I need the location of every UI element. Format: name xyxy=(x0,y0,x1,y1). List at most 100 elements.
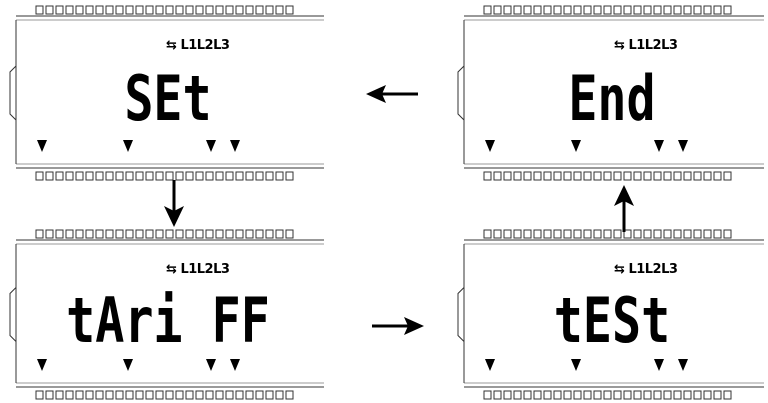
top-pin xyxy=(713,229,722,239)
top-pin xyxy=(583,5,592,15)
top-pin xyxy=(245,229,254,239)
bottom-pin xyxy=(65,390,74,400)
top-pin xyxy=(265,5,274,15)
annunciator-triangle-icon xyxy=(206,359,216,371)
lcd-frame xyxy=(9,5,324,181)
bottom-pin xyxy=(653,390,662,400)
lcd-label: tAri FF xyxy=(66,284,270,357)
bottom-pin xyxy=(35,390,44,400)
arrow-left-icon xyxy=(366,85,418,103)
top-pin xyxy=(583,229,592,239)
bottom-pin xyxy=(105,390,114,400)
top-pin xyxy=(35,5,44,15)
top-pin xyxy=(155,229,164,239)
top-pin xyxy=(45,229,54,239)
top-pin xyxy=(185,229,194,239)
bottom-pin xyxy=(45,171,54,181)
top-pin xyxy=(633,229,642,239)
top-pin xyxy=(225,5,234,15)
top-pin xyxy=(85,5,94,15)
bottom-pin xyxy=(275,390,284,400)
bottom-pin xyxy=(533,171,542,181)
lcd-panel-test: ⇆ L1L2L3 tESt xyxy=(456,228,768,403)
top-pin xyxy=(125,5,134,15)
top-pin xyxy=(563,229,572,239)
bottom-pin xyxy=(235,390,244,400)
top-pin xyxy=(105,229,114,239)
top-pin xyxy=(543,229,552,239)
bottom-pin xyxy=(175,171,184,181)
bottom-pin xyxy=(603,390,612,400)
power-flow-icon: ⇆ xyxy=(614,38,625,53)
top-pin xyxy=(683,5,692,15)
top-pin xyxy=(573,5,582,15)
bottom-pin xyxy=(703,390,712,400)
annunciator-triangle-icon xyxy=(206,140,216,152)
top-pin xyxy=(75,229,84,239)
bottom-pin xyxy=(145,390,154,400)
bottom-pin xyxy=(115,390,124,400)
arrow-up-icon xyxy=(614,185,634,232)
top-pin xyxy=(45,5,54,15)
top-pin xyxy=(115,229,124,239)
bottom-pin xyxy=(185,171,194,181)
annunciator-triangle-icon xyxy=(123,359,133,371)
phase-indicator: ⇆ L1L2L3 xyxy=(614,38,678,53)
top-pin xyxy=(175,229,184,239)
bottom-pin xyxy=(673,390,682,400)
top-pin xyxy=(165,5,174,15)
top-pin xyxy=(663,5,672,15)
bottom-pin xyxy=(245,171,254,181)
bottom-pin xyxy=(205,171,214,181)
bottom-pin xyxy=(583,171,592,181)
top-pin xyxy=(235,5,244,15)
lcd-frame xyxy=(9,229,324,400)
top-pin xyxy=(255,5,264,15)
bottom-pin xyxy=(245,390,254,400)
lcd-panel-end: ⇆ L1L2L3 End xyxy=(456,4,768,184)
bottom-pin xyxy=(673,171,682,181)
top-pin xyxy=(613,5,622,15)
bottom-pin xyxy=(553,171,562,181)
bottom-pin xyxy=(543,171,552,181)
top-pin xyxy=(513,229,522,239)
bottom-pin xyxy=(175,390,184,400)
top-pin xyxy=(703,229,712,239)
bottom-pin xyxy=(215,171,224,181)
power-flow-icon: ⇆ xyxy=(614,262,625,277)
top-pin xyxy=(563,5,572,15)
top-pin xyxy=(55,229,64,239)
bottom-pin xyxy=(483,171,492,181)
phase-indicator-label: L1L2L3 xyxy=(180,38,230,53)
lcd-label: End xyxy=(568,62,656,135)
bottom-pin xyxy=(663,171,672,181)
bottom-pin xyxy=(75,390,84,400)
top-pin xyxy=(155,5,164,15)
top-pin xyxy=(215,5,224,15)
bottom-pin xyxy=(225,390,234,400)
lcd-label: tESt xyxy=(553,284,671,357)
top-pin xyxy=(653,229,662,239)
top-pin xyxy=(55,5,64,15)
bottom-pin xyxy=(135,171,144,181)
top-pin xyxy=(653,5,662,15)
top-pin xyxy=(235,229,244,239)
top-pin xyxy=(245,5,254,15)
bottom-pin xyxy=(165,171,174,181)
lcd-panel-tariff: ⇆ L1L2L3 tAri FF xyxy=(8,228,328,403)
bottom-pin xyxy=(583,390,592,400)
top-pin xyxy=(145,229,154,239)
top-pin xyxy=(215,229,224,239)
bottom-pin xyxy=(633,171,642,181)
top-pin xyxy=(195,229,204,239)
bottom-pin xyxy=(255,171,264,181)
bottom-pin xyxy=(165,390,174,400)
side-tab xyxy=(457,65,465,121)
top-pin xyxy=(483,229,492,239)
bottom-pin xyxy=(125,171,134,181)
bottom-pin xyxy=(713,390,722,400)
bottom-pin xyxy=(573,390,582,400)
annunciator-triangle-icon xyxy=(230,140,240,152)
bottom-pin xyxy=(155,171,164,181)
top-pin xyxy=(533,5,542,15)
